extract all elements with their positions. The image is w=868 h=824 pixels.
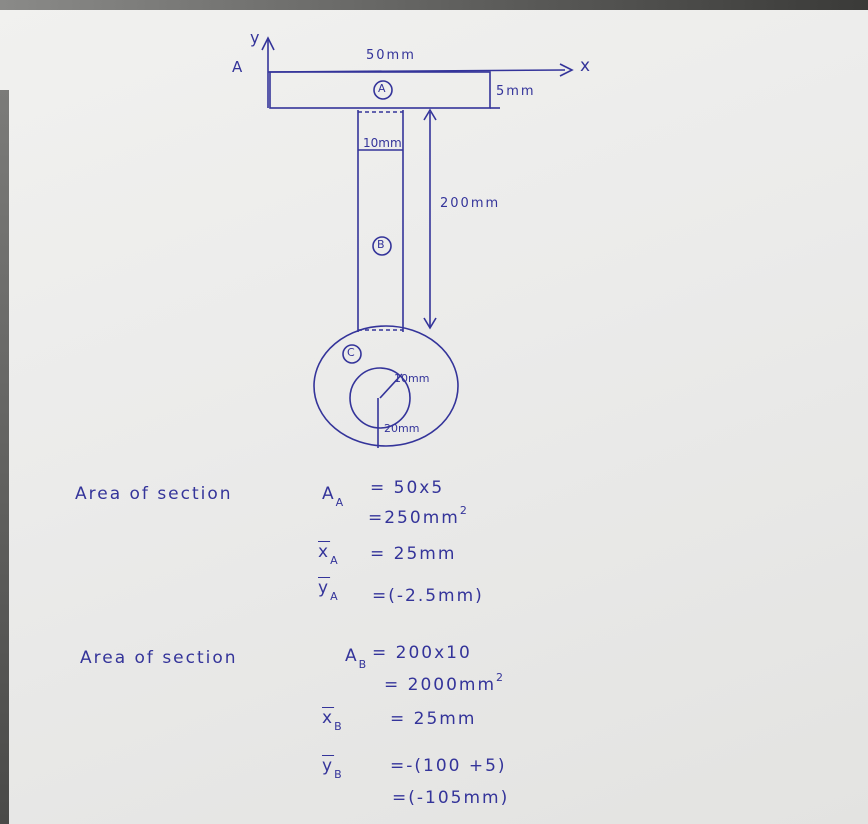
area-a-symbol: AA	[322, 484, 344, 509]
inner-radius-label: 10mm	[394, 372, 430, 385]
circle-label-a	[373, 80, 393, 100]
ybar-b-result: =(-105mm)	[392, 788, 510, 808]
y-axis-arrow	[261, 36, 275, 51]
section-b-heading: Area of section	[80, 648, 238, 668]
y-axis-label: y	[250, 28, 262, 47]
circle-label-c	[342, 344, 362, 364]
xbar-b-value: = 25mm	[390, 709, 477, 729]
section-a-heading: Area of section	[75, 484, 233, 504]
paper-top-edge	[0, 0, 868, 10]
section-c-marker: C	[347, 346, 355, 359]
circle-label-b	[372, 236, 392, 256]
web-length-label: 200mm	[440, 196, 501, 211]
ybar-b-symbol: yB	[322, 756, 342, 781]
area-a-expression: = 50x5	[370, 478, 445, 498]
x-axis-label: x	[580, 56, 593, 76]
outer-radius-label: 20mm	[384, 422, 420, 435]
section-b-marker: B	[377, 238, 385, 251]
flange-rect	[269, 71, 491, 109]
area-b-value: = 2000mm2	[384, 671, 504, 695]
ybar-a-value: =(-2.5mm)	[372, 586, 484, 606]
flange-width-label: 50mm	[366, 48, 416, 63]
paper-left-edge	[0, 90, 9, 824]
xbar-b-symbol: xB	[322, 708, 342, 733]
flange-thickness-label: 5mm	[496, 84, 536, 99]
section-a-marker: A	[378, 82, 386, 95]
outer-circle	[313, 325, 459, 447]
area-b-symbol: AB	[345, 646, 367, 671]
xbar-a-value: = 25mm	[370, 544, 457, 564]
web-width-label: 10mm	[363, 136, 402, 150]
point-a-label: A	[232, 58, 245, 76]
inner-circle	[349, 367, 411, 429]
area-b-expression: = 200x10	[372, 643, 472, 663]
ybar-b-value: =-(100 +5)	[390, 756, 507, 776]
ybar-a-symbol: yA	[318, 578, 338, 603]
area-a-value: =250mm2	[368, 504, 467, 528]
xbar-a-symbol: xA	[318, 542, 338, 567]
x-axis-arrow	[559, 63, 574, 77]
